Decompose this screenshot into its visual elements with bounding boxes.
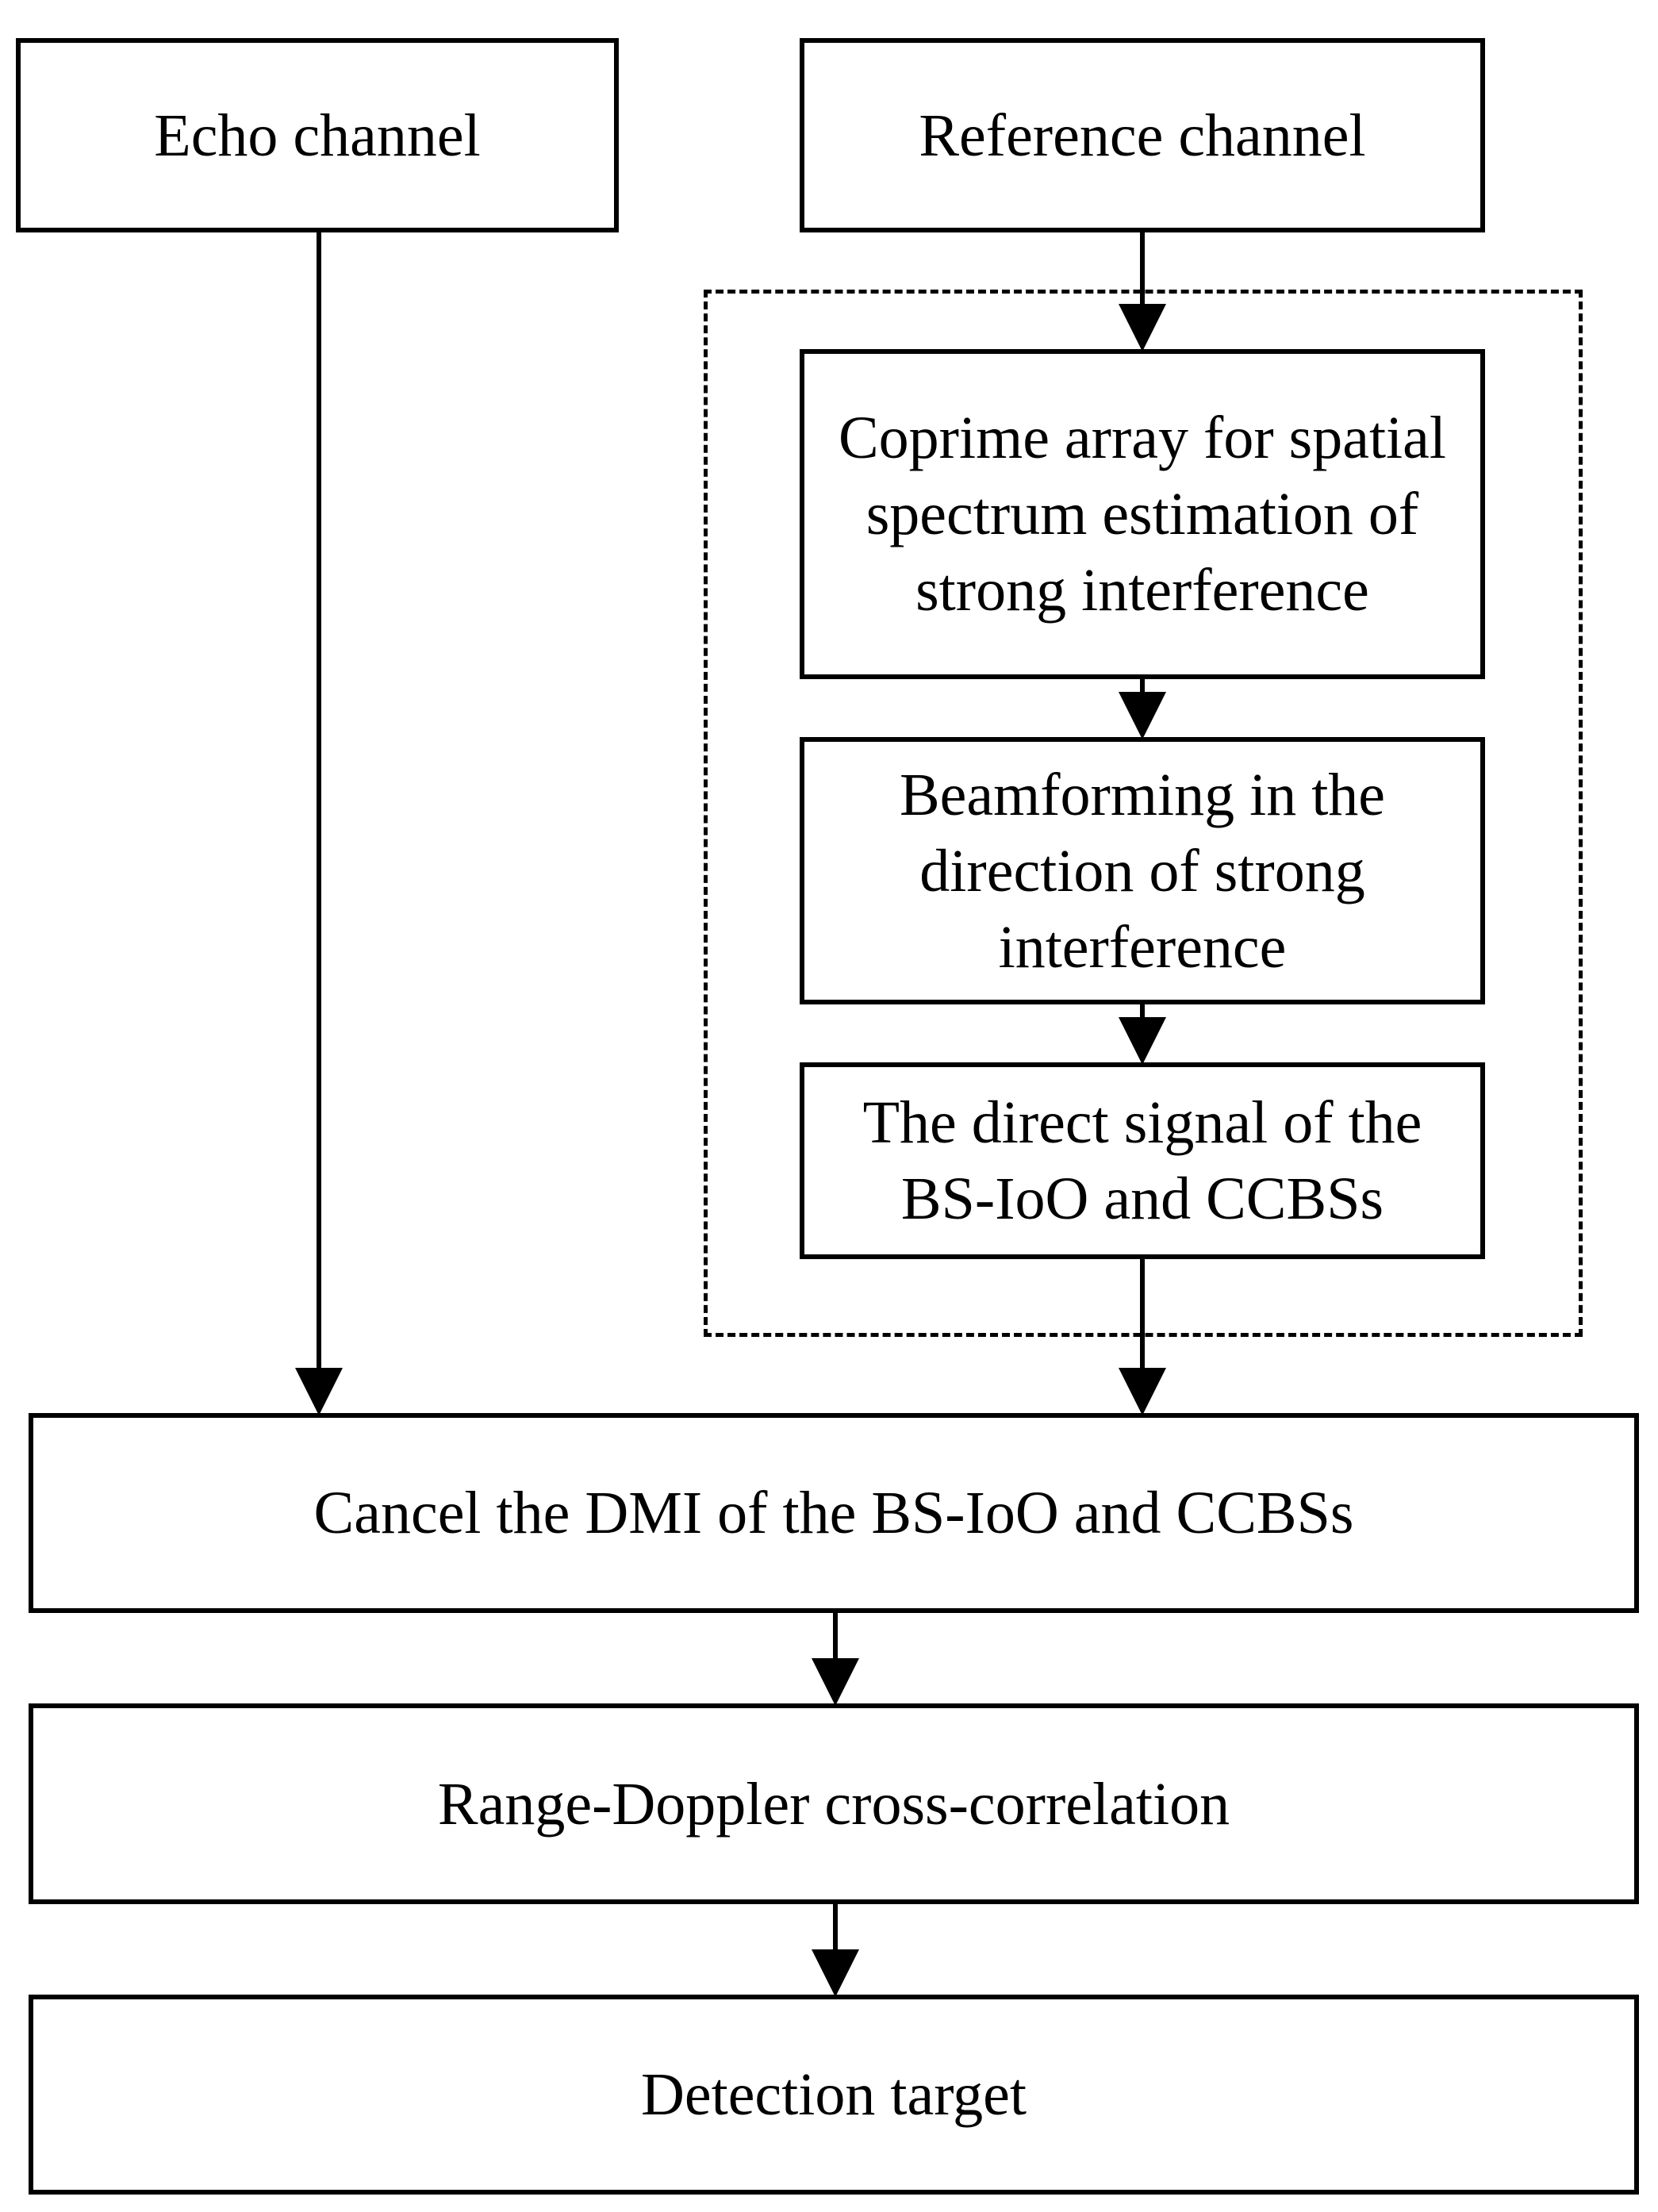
range-doppler-box: Range-Doppler cross-correlation xyxy=(29,1703,1639,1904)
direct-signal-box: The direct signal of the BS-IoO and CCBS… xyxy=(800,1062,1485,1259)
coprime-array-label: Coprime array for spatial spectrum estim… xyxy=(838,405,1447,624)
echo-channel-box: Echo channel xyxy=(16,38,619,232)
beamforming-label: Beamforming in the direction of strong i… xyxy=(899,761,1386,981)
cancel-dmi-label: Cancel the DMI of the BS-IoO and CCBSs xyxy=(313,1480,1354,1546)
detection-target-box: Detection target xyxy=(29,1995,1639,2195)
coprime-array-box: Coprime array for spatial spectrum estim… xyxy=(800,349,1485,679)
range-doppler-label: Range-Doppler cross-correlation xyxy=(437,1770,1230,1838)
direct-signal-label: The direct signal of the BS-IoO and CCBS… xyxy=(862,1089,1422,1232)
reference-processing-group xyxy=(704,290,1583,1337)
echo-channel-label: Echo channel xyxy=(154,102,481,169)
beamforming-box: Beamforming in the direction of strong i… xyxy=(800,737,1485,1004)
detection-target-label: Detection target xyxy=(640,2061,1027,2128)
cancel-dmi-box: Cancel the DMI of the BS-IoO and CCBSs xyxy=(29,1413,1639,1613)
reference-channel-box: Reference channel xyxy=(800,38,1485,232)
reference-channel-label: Reference channel xyxy=(919,102,1366,169)
